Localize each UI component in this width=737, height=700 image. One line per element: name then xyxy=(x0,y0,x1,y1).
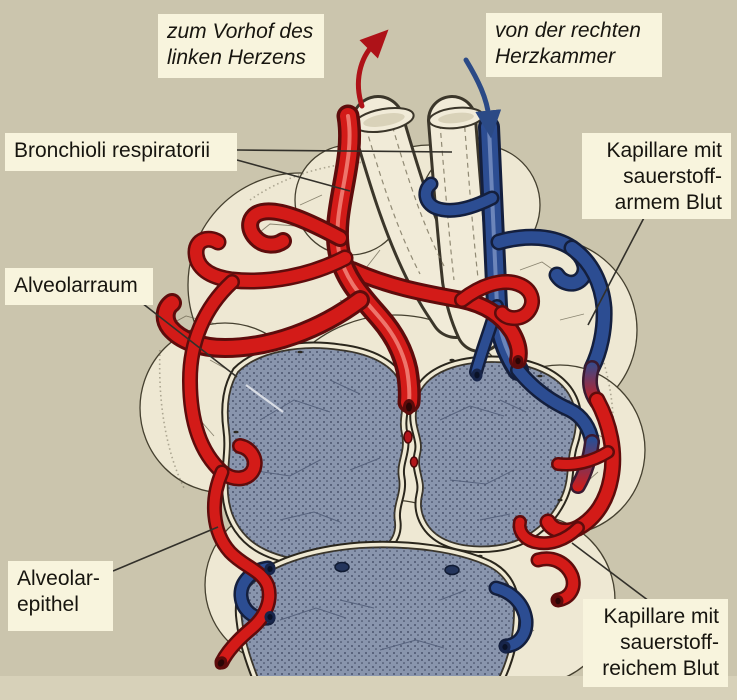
alveolar-spaces xyxy=(228,348,576,688)
leader-bronchioli-2 xyxy=(236,159,351,192)
blood-flow-down-arrow-icon xyxy=(463,57,502,139)
label-line: Herzkammer xyxy=(495,45,616,69)
label-from-right-ventricle: von der rechten Herzkammer xyxy=(486,13,662,77)
leader-lines xyxy=(112,149,650,602)
leader-alveolarepithel xyxy=(112,526,219,572)
label-line: zum Vorhof des xyxy=(167,20,314,43)
label-alveolarraum: Alveolarraum xyxy=(5,268,153,305)
label-line: sauerstoff- xyxy=(623,165,722,189)
leader-bronchioli-1 xyxy=(236,149,453,153)
cut-vessel-ends xyxy=(214,355,564,670)
label-line: Kapillare mit xyxy=(606,139,722,162)
label-bronchioli-respiratorii: Bronchioli respiratorii xyxy=(5,133,237,171)
alveolar-space-mesh xyxy=(249,379,527,651)
blood-flow-up-arrow-icon xyxy=(355,29,389,109)
leader-kapillare-reich xyxy=(571,542,650,602)
label-line: epithel xyxy=(17,593,79,617)
label-kapillare-sauerstoffreich: Kapillare mit sauerstoff- reichem Blut xyxy=(583,599,728,687)
label-to-left-atrium: zum Vorhof des linken Herzens xyxy=(158,14,324,78)
septal-vessel-cross-sections xyxy=(233,350,563,576)
leader-alveolarraum xyxy=(132,295,238,378)
label-line: Kapillare mit xyxy=(603,605,719,628)
label-line: Bronchioli respiratorii xyxy=(14,139,211,162)
label-kapillare-sauerstoffarm: Kapillare mit sauerstoff- armem Blut xyxy=(582,133,731,219)
leader-kapillare-arm xyxy=(587,211,648,326)
label-line: Alveolarraum xyxy=(14,274,138,297)
alveolar-space-bottom xyxy=(241,547,514,688)
label-alveolarepithel: Alveolar- epithel xyxy=(8,561,113,631)
label-line: reichem Blut xyxy=(602,657,719,681)
label-line: linken Herzens xyxy=(167,46,306,70)
label-line: armem Blut xyxy=(614,191,722,215)
label-line: von der rechten xyxy=(495,19,641,42)
label-line: Alveolar- xyxy=(17,567,100,590)
tube-texture-lines xyxy=(365,117,479,281)
leader-alveolarraum-inner xyxy=(245,384,284,413)
label-line: sauerstoff- xyxy=(620,631,719,655)
